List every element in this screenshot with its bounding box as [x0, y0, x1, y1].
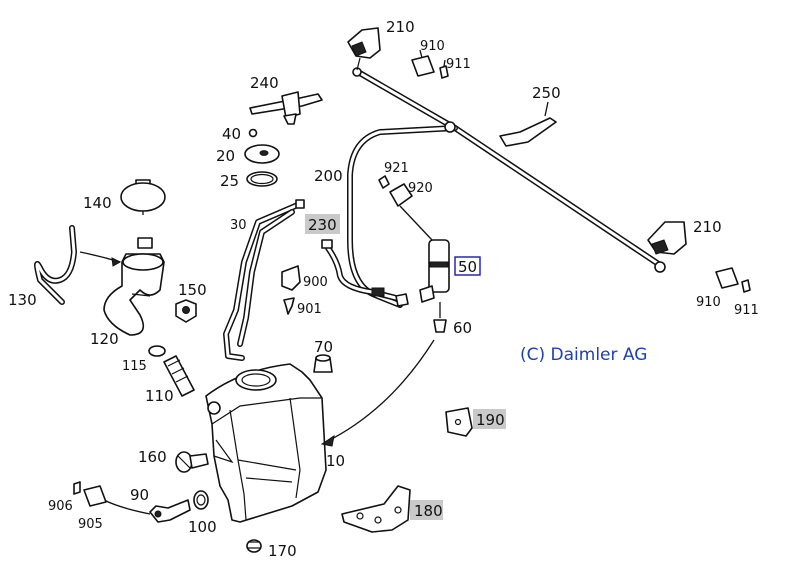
callout-90: 90: [130, 486, 149, 504]
callout-911-right: 911: [734, 303, 759, 318]
hose-130: [34, 225, 122, 305]
highlight-180: [410, 500, 443, 520]
highlight-230: [305, 214, 340, 234]
bracket-180: [341, 485, 411, 533]
callout-60: 60: [453, 319, 472, 337]
callout-10: 10: [326, 452, 345, 470]
nut-150: [175, 299, 197, 323]
callout-230: 230: [308, 216, 337, 234]
callout-115: 115: [122, 359, 147, 374]
callout-160: 160: [138, 448, 167, 466]
sealing-ring-115: [148, 345, 166, 357]
cap-70: [313, 354, 333, 373]
hose-230: [321, 239, 409, 307]
jet-nozzle-right: [715, 267, 751, 293]
callout-120: 120: [90, 330, 119, 348]
screw-160: [175, 451, 209, 473]
callout-30: 30: [230, 218, 247, 233]
jet-nozzle-upper: [411, 49, 449, 79]
bracket-190: [445, 407, 473, 437]
reservoir-cap: [120, 179, 166, 215]
callout-170: 170: [268, 542, 297, 560]
callout-900: 900: [303, 275, 328, 290]
callout-100: 100: [188, 518, 217, 536]
washer-pump: [378, 175, 481, 333]
cap-parts-stack: [244, 128, 280, 187]
filler-neck: [103, 237, 165, 336]
level-sensor-90: [103, 499, 191, 523]
callout-70: 70: [314, 338, 333, 356]
pump-grommet-110: [163, 355, 195, 397]
callout-190: 190: [476, 411, 505, 429]
callout-110: 110: [145, 387, 174, 405]
callout-911-top: 911: [446, 57, 471, 72]
washer-reservoir: [205, 363, 327, 523]
callout-910-top: 910: [420, 39, 445, 54]
assembly-arrow: [320, 339, 435, 447]
callout-901: 901: [297, 302, 322, 317]
callout-40: 40: [222, 125, 241, 143]
hose-clip-240: [249, 91, 323, 125]
callout-210-right: 210: [693, 218, 722, 236]
hose-assembly-30: [223, 199, 305, 361]
grommet-100: [193, 490, 209, 510]
callout-130: 130: [8, 291, 37, 309]
highlight-190: [473, 409, 506, 429]
callout-200: 200: [314, 167, 343, 185]
connector-905: [83, 485, 107, 507]
callout-240: 240: [250, 74, 279, 92]
clip-900: [281, 265, 301, 315]
seal-906: [73, 481, 81, 495]
callout-25: 25: [220, 172, 239, 190]
callout-921: 921: [384, 161, 409, 176]
callout-150: 150: [178, 281, 207, 299]
washer-pipe-top: [347, 67, 666, 308]
callout-140: 140: [83, 194, 112, 212]
washer-jet-right: [647, 221, 687, 255]
callout-906: 906: [48, 499, 73, 514]
callout-920: 920: [408, 181, 433, 196]
copyright-notice: (C) Daimler AG: [520, 345, 647, 365]
callout-210-top: 210: [386, 18, 415, 36]
callout-180: 180: [414, 502, 443, 520]
callout-905: 905: [78, 517, 103, 532]
callout-250: 250: [532, 84, 561, 102]
cable-tie: [499, 101, 557, 147]
washer-jet-upper: [347, 27, 381, 71]
callout-910-right: 910: [696, 295, 721, 310]
callout-50: 50: [458, 258, 477, 276]
callout-20: 20: [216, 147, 235, 165]
cap-170: [246, 539, 262, 553]
